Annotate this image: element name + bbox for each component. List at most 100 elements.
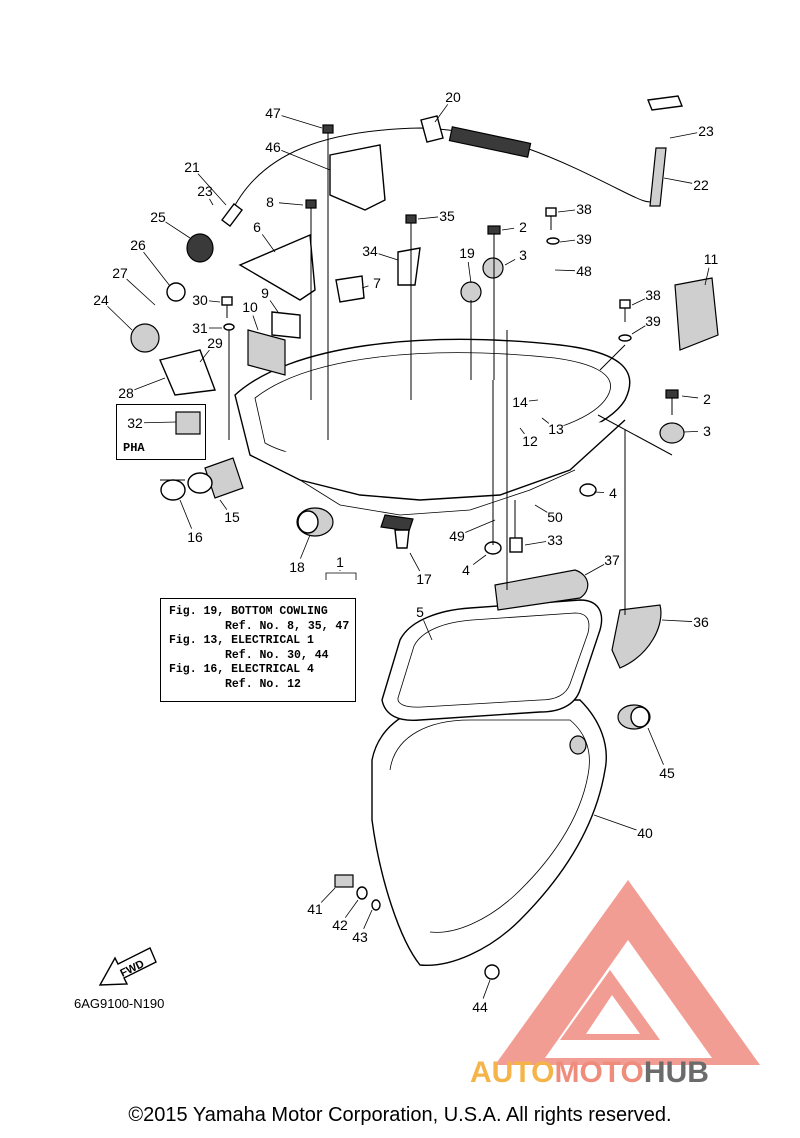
leader-44 — [482, 979, 491, 999]
leader-50 — [534, 504, 548, 513]
cap-26-icon — [166, 282, 186, 302]
leader-35 — [417, 216, 439, 220]
callout-13: 13 — [548, 421, 564, 437]
leader-32 — [143, 421, 177, 424]
ref-line-6: Ref. No. 12 — [225, 677, 301, 691]
leader-18 — [300, 534, 311, 559]
leader-40 — [593, 814, 637, 831]
pha-detail-box: PHA — [116, 404, 206, 460]
leader-21 — [197, 173, 227, 206]
bolt-38b-icon — [619, 299, 631, 322]
callout-2: 2 — [703, 391, 711, 407]
callout-1: 1 — [336, 554, 344, 570]
callout-14: 14 — [512, 394, 528, 410]
leader-15 — [219, 499, 228, 510]
callout-39: 39 — [645, 313, 661, 329]
leader-39 — [631, 325, 646, 335]
leader-3 — [683, 430, 699, 433]
leader-19 — [467, 261, 472, 284]
leader-4 — [472, 554, 487, 565]
callout-23: 23 — [197, 183, 213, 199]
leader-11 — [704, 267, 710, 286]
leader-22 — [663, 177, 693, 184]
washer-43-icon — [371, 899, 381, 911]
part-10-icon — [247, 329, 286, 376]
callout-25: 25 — [150, 209, 166, 225]
pha-label: PHA — [123, 441, 145, 455]
callout-28: 28 — [118, 385, 134, 401]
leader-48 — [554, 269, 576, 272]
callout-29: 29 — [207, 335, 223, 351]
leader-41 — [320, 887, 336, 903]
leader-13 — [541, 417, 550, 424]
grommet-45-icon — [617, 704, 651, 730]
callout-34: 34 — [362, 243, 378, 259]
leader-12 — [519, 427, 525, 435]
leader-36 — [661, 619, 693, 622]
callout-18: 18 — [289, 559, 305, 575]
leader-9 — [269, 300, 279, 313]
ref-line-3: Fig. 13, ELECTRICAL 1 — [169, 634, 314, 648]
washer-39-icon — [546, 237, 560, 245]
washer-39b-icon — [618, 334, 632, 342]
callout-30: 30 — [192, 292, 208, 308]
callout-32: 32 — [127, 415, 143, 431]
bracket-6-icon — [238, 233, 316, 301]
callout-37: 37 — [604, 552, 620, 568]
callout-48: 48 — [576, 263, 592, 279]
leader-5 — [423, 620, 433, 641]
leader-42 — [344, 899, 359, 918]
callout-3: 3 — [703, 423, 711, 439]
copyright-notice: ©2015 Yamaha Motor Corporation, U.S.A. A… — [128, 1104, 672, 1126]
leader-2 — [681, 395, 699, 399]
plug-17-icon — [380, 514, 414, 549]
grommet-19-icon — [460, 281, 482, 303]
leader-3 — [504, 259, 516, 266]
callout-23: 23 — [698, 123, 714, 139]
callout-49: 49 — [449, 528, 465, 544]
callout-17: 17 — [416, 571, 432, 587]
part-33-icon — [509, 537, 523, 553]
callout-45: 45 — [659, 765, 675, 781]
part-28-icon — [159, 349, 216, 396]
leader-8 — [278, 202, 304, 206]
callout-39: 39 — [576, 231, 592, 247]
callout-16: 16 — [187, 529, 203, 545]
callout-50: 50 — [547, 509, 563, 525]
callout-4: 4 — [609, 485, 617, 501]
leader-38 — [631, 298, 646, 306]
leader-17 — [409, 552, 421, 572]
washer-31-icon — [223, 323, 235, 331]
callout-41: 41 — [307, 901, 323, 917]
collar-4-icon — [579, 483, 597, 497]
leader-29 — [199, 349, 210, 363]
ref-line-4: Ref. No. 30, 44 — [225, 648, 329, 662]
grommet-3-icon — [482, 257, 504, 279]
leader-46 — [281, 149, 331, 171]
callout-24: 24 — [93, 292, 109, 308]
watermark-logo-icon — [495, 880, 760, 1065]
grommet-18-icon — [296, 507, 334, 537]
fwd-arrow-icon: FWD — [98, 947, 157, 986]
reference-note-box: Fig. 19, BOTTOM COWLING Ref. No. 8, 35, … — [160, 598, 356, 702]
leader-37 — [584, 564, 605, 576]
leader-24 — [107, 305, 133, 331]
callout-4: 4 — [462, 562, 470, 578]
leader-16 — [179, 499, 192, 529]
leader-26 — [143, 251, 171, 287]
leader-2 — [501, 227, 515, 231]
grommet-15-icon — [187, 457, 244, 499]
leader-4 — [593, 491, 605, 493]
callout-43: 43 — [352, 929, 368, 945]
leader-33 — [524, 541, 547, 546]
leader-lines — [228, 148, 673, 615]
callout-6: 6 — [253, 219, 261, 235]
callout-10: 10 — [242, 299, 258, 315]
callout-33: 33 — [547, 532, 563, 548]
clip-7-icon — [335, 275, 365, 303]
part-32-icon — [175, 411, 201, 435]
callout-21: 21 — [184, 159, 200, 175]
leader-27 — [126, 278, 156, 306]
